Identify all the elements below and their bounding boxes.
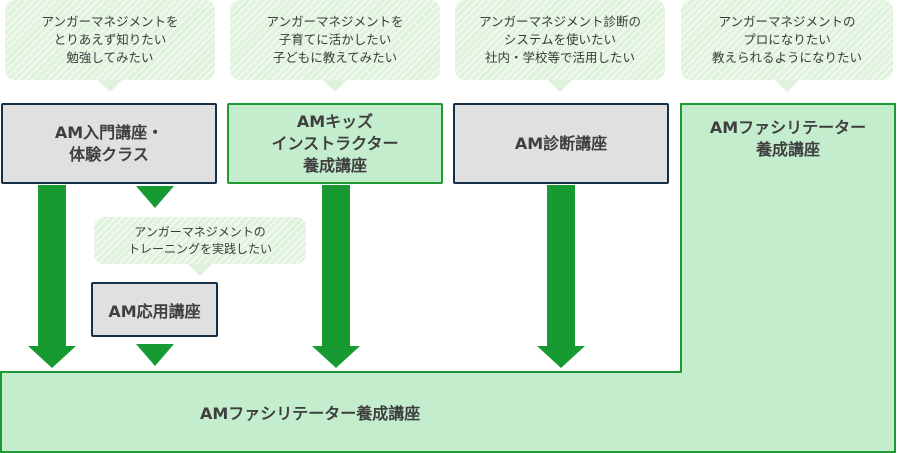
bubble-facilitator-needs: アンガーマネジメントの プロになりたい 教えられるようになりたい	[681, 0, 893, 92]
arrow-intro-to-applied-bubble	[135, 186, 175, 208]
course-kids-label: 養成講座	[302, 155, 367, 175]
course-kids-box[interactable]: AMキッズ インストラクター 養成講座	[227, 103, 443, 184]
bubble-diagnosis-needs: アンガーマネジメント診断の システムを使いたい 社内・学校等で活用したい	[455, 0, 665, 92]
bubble-line: 勉強してみたい	[66, 50, 154, 65]
bubble-line: アンガーマネジメント診断の	[478, 14, 641, 29]
bubble-line: 社内・学校等で活用したい	[484, 50, 635, 65]
course-facilitator-label: AMファシリテーター	[709, 118, 867, 137]
bubble-line: トレーニングを実践したい	[127, 241, 272, 256]
course-intro-box[interactable]: AM入門講座・ 体験クラス	[1, 103, 217, 184]
arrow-intro-to-facilitator	[28, 185, 76, 368]
course-applied-box[interactable]: AM応用講座	[91, 282, 218, 337]
arrow-applied-to-facilitator	[135, 344, 175, 366]
course-diagnosis-box[interactable]: AM診断講座	[453, 103, 669, 184]
facilitator-region-shape	[0, 103, 896, 453]
course-intro-label: 体験クラス	[69, 144, 149, 164]
course-intro-label: AM入門講座・	[54, 122, 164, 142]
course-applied-label: AM応用講座	[108, 301, 201, 321]
arrow-diagnosis-to-facilitator	[537, 185, 585, 368]
bubble-line: アンガーマネジメントを	[266, 14, 404, 29]
course-kids-label: AMキッズ	[296, 111, 374, 131]
course-facilitator-title[interactable]: AMファシリテーター 養成講座	[683, 117, 893, 161]
bubble-line: プロになりたい	[743, 32, 831, 47]
bubble-line: システムを使いたい	[503, 32, 617, 47]
course-kids-label: インストラクター	[271, 133, 399, 153]
bubble-line: 子育てに活かしたい	[278, 32, 392, 47]
bubble-line: 教えられるようになりたい	[711, 50, 862, 65]
course-bottom-label[interactable]: AMファシリテーター養成講座	[200, 404, 421, 423]
bubble-line: 子どもに教えてみたい	[272, 50, 398, 65]
course-facilitator-label: 養成講座	[755, 140, 820, 159]
course-diagnosis-label: AM診断講座	[514, 133, 608, 153]
arrow-kids-to-facilitator	[312, 185, 360, 368]
bubble-line: アンガーマネジメントの	[718, 14, 856, 29]
bubble-line: アンガーマネジメントの	[134, 224, 266, 239]
bubble-applied-needs: アンガーマネジメントの トレーニングを実践したい	[94, 217, 306, 276]
bubble-line: アンガーマネジメントを	[41, 14, 179, 29]
bubble-line: とりあえず知りたい	[53, 32, 167, 47]
bubble-kids-needs: アンガーマネジメントを 子育てに活かしたい 子どもに教えてみたい	[230, 0, 440, 92]
bubble-intro-needs: アンガーマネジメントを とりあえず知りたい 勉強してみたい	[5, 0, 215, 92]
